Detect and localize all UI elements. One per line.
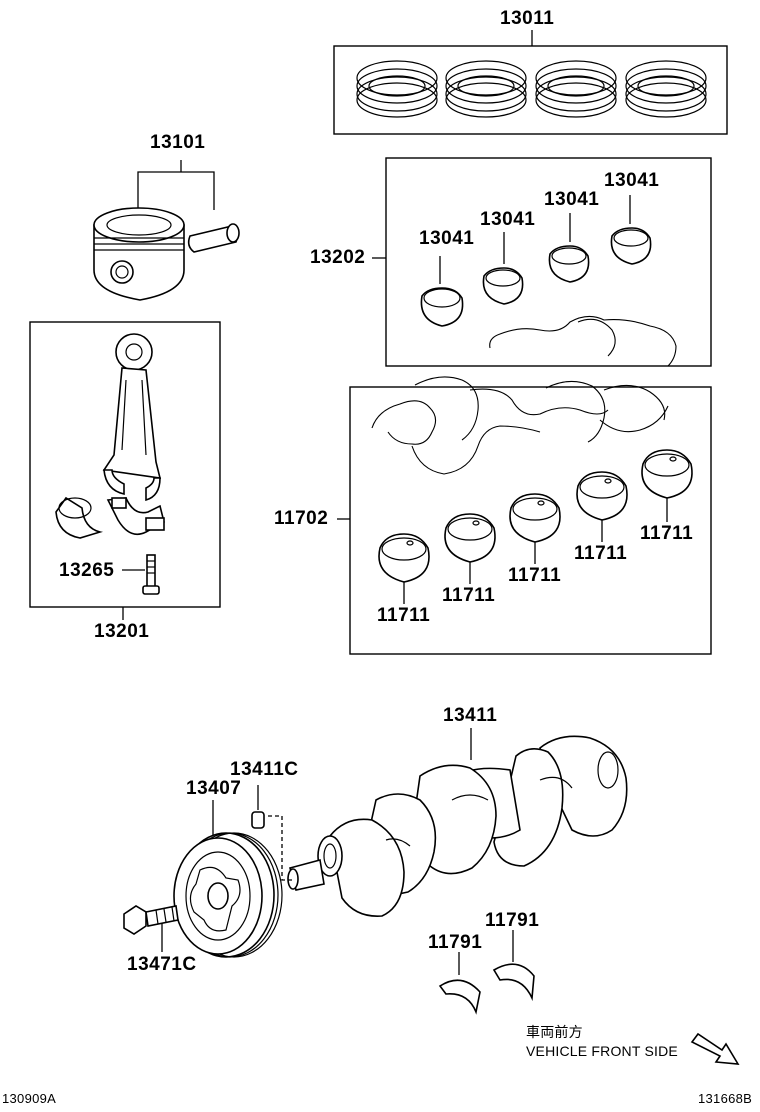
pulley-bolt-group: [123, 905, 179, 952]
conrod-bearing-box: [385, 157, 712, 367]
label-main-bearing-5: 11711: [640, 523, 694, 544]
label-piston: 13101: [150, 132, 206, 153]
label-conrod-bearing-set: 13202: [310, 247, 366, 268]
crankshaft-pulley: [173, 832, 283, 958]
label-crankshaft: 13411: [443, 705, 498, 726]
label-conrod-bearing-1: 13041: [419, 228, 475, 249]
conrod-group: [29, 321, 221, 620]
label-main-bearing-3: 11711: [508, 565, 562, 586]
label-thrust-washer-1: 11791: [428, 932, 483, 953]
piston-ring-1: [356, 60, 438, 118]
conrod-bearing-3: [548, 213, 590, 283]
conrod-bearing-1: [420, 256, 464, 327]
label-pulley-bolt: 13471C: [127, 954, 197, 975]
footer-right-code: 131668B: [698, 1091, 753, 1106]
main-bearing-2: [444, 513, 496, 584]
label-main-bearing-4: 11711: [574, 543, 628, 564]
thrust-washer-group: [438, 930, 535, 1015]
label-thrust-washer-2: 11791: [485, 910, 540, 931]
crank-key-dashed-line: [268, 815, 292, 881]
main-bearing-3: [509, 493, 561, 564]
crankshaft: [287, 735, 628, 917]
label-pulley: 13407: [186, 778, 242, 799]
label-main-bearing-set: 11702: [274, 508, 329, 529]
main-bearing-4: [576, 471, 628, 542]
pulley-group: [173, 800, 283, 958]
conrod-cap: [106, 497, 165, 536]
main-bearing-group: [337, 376, 712, 655]
piston-rings-box: [333, 45, 728, 135]
front-direction-arrow: [690, 1032, 740, 1065]
conrod-bearing-shell-loose: [55, 496, 104, 539]
piston-leader: [137, 171, 215, 210]
crankshaft-group: [287, 728, 628, 917]
label-conrod-assembly: 13201: [94, 621, 150, 642]
thrust-washer-2: [492, 963, 535, 1002]
piston-rings-group: [333, 30, 728, 135]
crank-key-group: [251, 785, 292, 881]
conrod-bearing-4: [610, 195, 652, 265]
piston: [93, 207, 185, 301]
crank-key: [251, 811, 265, 829]
conrod-box: [29, 321, 221, 608]
thrust-washer-1: [438, 979, 481, 1015]
label-piston-rings: 13011: [500, 8, 555, 29]
piston-ring-3: [535, 60, 617, 118]
footer-left-code: 130909A: [2, 1091, 57, 1106]
piston-ring-2: [445, 60, 527, 118]
label-main-bearing-1: 11711: [377, 605, 431, 626]
conrod-bearing-2: [482, 232, 524, 305]
main-bearing-5: [641, 449, 693, 522]
label-crank-key: 13411C: [230, 759, 299, 780]
front-note-english: VEHICLE FRONT SIDE: [526, 1043, 678, 1059]
main-bearing-1: [378, 533, 430, 604]
piston-group: [93, 160, 240, 301]
label-conrod-bearing-4: 13041: [604, 170, 660, 191]
label-main-bearing-2: 11711: [442, 585, 496, 606]
label-conrod-bolt: 13265: [59, 560, 115, 581]
label-conrod-bearing-2: 13041: [480, 209, 536, 230]
label-conrod-bearing-3: 13041: [544, 189, 600, 210]
pulley-bolt: [123, 905, 179, 935]
conrod-bearing-group: [372, 157, 712, 367]
piston-pin: [187, 223, 240, 253]
conrod-bolt: [142, 554, 160, 595]
piston-ring-4: [625, 60, 707, 118]
front-note-japanese: 車両前方: [526, 1024, 583, 1040]
connecting-rod: [102, 333, 162, 502]
main-bearing-box: [349, 386, 712, 655]
